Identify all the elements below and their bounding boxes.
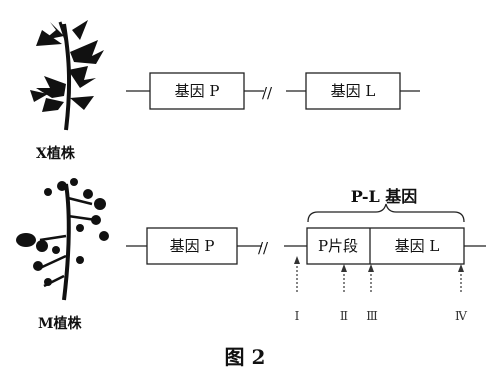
x-break-symbol: // xyxy=(262,84,273,102)
fusion-gene-title: P-L 基因 xyxy=(351,187,418,206)
marker-iii-label: Ⅲ xyxy=(366,309,378,323)
m-fusion-box: P片段 基因 L xyxy=(307,228,464,264)
marker-i-label: Ⅰ xyxy=(295,309,300,323)
m-break-symbol: // xyxy=(258,239,269,257)
m-gene-p-label: 基因 P xyxy=(170,237,215,255)
m-gene-p-box: 基因 P xyxy=(147,228,237,264)
figure-caption: 图 2 xyxy=(225,345,266,369)
x-plant-drawing xyxy=(30,20,104,130)
m-plant-drawing xyxy=(16,178,109,300)
x-plant-label: X植株 xyxy=(36,145,76,162)
marker-ii-label: Ⅱ xyxy=(340,309,348,323)
x-gene-l-label: 基因 L xyxy=(331,82,376,100)
x-gene-p-box: 基因 P xyxy=(150,73,244,109)
marker-iv-label: Ⅳ xyxy=(455,309,468,323)
m-plant-label: M植株 xyxy=(38,315,82,332)
x-gene-l-box: 基因 L xyxy=(306,73,400,109)
x-gene-p-label: 基因 P xyxy=(175,82,220,100)
p-fragment-label: P片段 xyxy=(318,237,358,255)
fusion-brace xyxy=(308,204,464,222)
m-gene-l-label: 基因 L xyxy=(395,237,440,255)
